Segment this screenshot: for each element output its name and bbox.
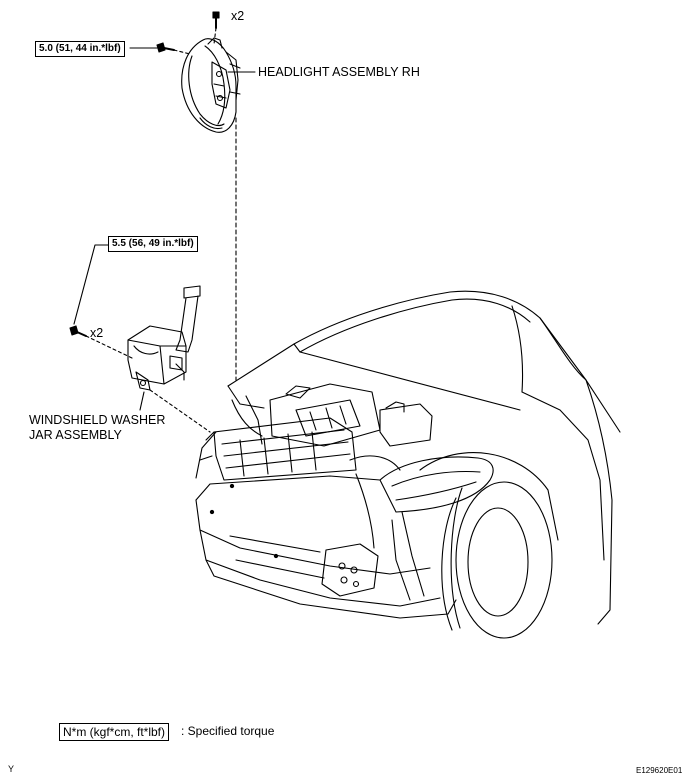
torque-unit-legend-box: N*m (kgf*cm, ft*lbf) xyxy=(59,723,170,741)
headlight-torque-spec: 5.0 (51, 44 in.*lbf) xyxy=(35,41,125,57)
footer-left-code: Y xyxy=(8,764,15,774)
bolt-icon xyxy=(156,42,175,53)
washer-bolt-quantity: x2 xyxy=(90,326,104,340)
washer-torque-spec: 5.5 (56, 49 in.*lbf) xyxy=(108,236,198,252)
torque-legend-description: : Specified torque xyxy=(181,724,275,738)
headlight-assembly-label: HEADLIGHT ASSEMBLY RH xyxy=(258,65,420,79)
bolt-icon xyxy=(69,325,87,337)
washer-jar-part xyxy=(127,285,201,391)
figure-code: E129620E01 xyxy=(636,766,683,775)
bolt-icon xyxy=(212,11,220,29)
vehicle-front-view xyxy=(195,290,621,639)
headlight-bolt-quantity: x2 xyxy=(231,9,245,23)
washer-jar-label-line1: WINDSHIELD WASHER xyxy=(29,413,166,427)
washer-jar-label-line2: JAR ASSEMBLY xyxy=(29,428,122,442)
headlight-assembly-part xyxy=(181,37,241,133)
